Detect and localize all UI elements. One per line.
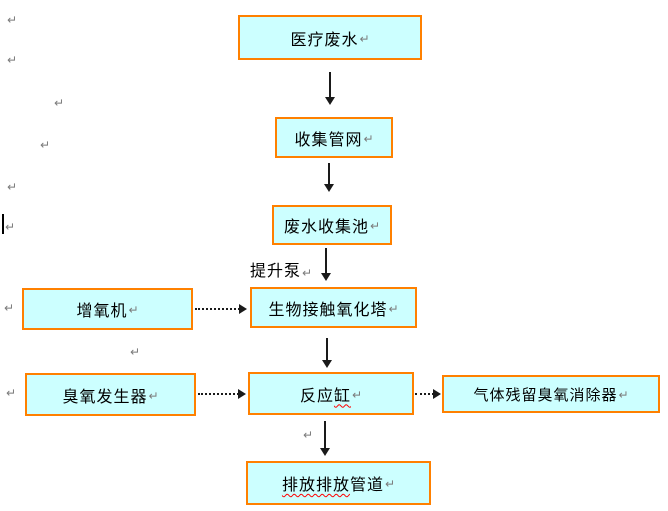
flow-node-wastewater-collection-pool[interactable]: 废水收集池↵: [272, 205, 392, 245]
pilcrow-mark: ↵: [302, 266, 313, 280]
node-label: 收集管网: [294, 129, 363, 149]
arrow-down-tank-to-discharge[interactable]: [319, 421, 331, 456]
spellcheck-underlined-text: 缸: [333, 385, 351, 405]
arrow-down-medical-to-network[interactable]: [324, 72, 336, 105]
arrow-down-tower-to-tank[interactable]: [321, 338, 333, 368]
node-label: 增氧机: [76, 301, 128, 320]
spellcheck-underlined-text: 排放排放: [281, 475, 350, 494]
flow-node-medical-wastewater[interactable]: 医疗废水↵: [238, 15, 422, 60]
flow-node-discharge-pipe[interactable]: 排放排放管道↵: [246, 461, 431, 505]
flow-node-collection-pipe-network[interactable]: 收集管网↵: [275, 117, 393, 158]
flow-node-reaction-tank[interactable]: 反应缸↵: [248, 372, 414, 415]
pilcrow-mark: ↵: [618, 388, 629, 402]
arrow-down-pool-to-tower[interactable]: [320, 248, 332, 281]
pilcrow-mark: ↵: [388, 301, 399, 316]
pilcrow-mark: ↵: [6, 386, 17, 400]
flow-node-gas-residual-ozone-eliminator[interactable]: 气体残留臭氧消除器↵: [442, 375, 660, 413]
pilcrow-mark: ↵: [359, 31, 370, 46]
pilcrow-mark: ↵: [369, 219, 381, 233]
dotted-arrow-aerator-to-tower[interactable]: [195, 304, 247, 314]
pilcrow-mark: ↵: [7, 180, 18, 194]
pilcrow-mark: ↵: [5, 220, 16, 234]
arrow-down-network-to-pool[interactable]: [323, 163, 335, 192]
node-label: 废水收集池: [283, 217, 369, 236]
pilcrow-mark: ↵: [148, 388, 159, 403]
connector-label-lift-pump: 提升泵↵: [250, 257, 312, 281]
node-label-text: 管道: [349, 475, 384, 494]
pilcrow-mark: ↵: [40, 138, 51, 152]
pilcrow-mark: ↵: [4, 301, 15, 315]
node-label: 臭氧发生器: [62, 386, 148, 406]
node-label: 医疗废水: [290, 29, 359, 49]
pilcrow-mark: ↵: [7, 53, 18, 67]
pilcrow-mark: ↵: [303, 428, 314, 442]
pilcrow-mark: ↵: [130, 345, 141, 359]
pilcrow-mark: ↵: [7, 13, 18, 27]
dotted-arrow-ozone-generator-to-tank[interactable]: [198, 389, 246, 399]
node-label-text: 反应: [299, 385, 334, 405]
pilcrow-mark: ↵: [351, 387, 363, 402]
flow-node-aerator[interactable]: 增氧机↵: [22, 288, 193, 330]
node-label: 排放排放管道: [282, 471, 384, 495]
pilcrow-mark: ↵: [363, 131, 374, 146]
connector-label-text: 提升泵: [250, 261, 302, 280]
dotted-arrow-tank-to-gas-eliminator[interactable]: [415, 389, 441, 399]
node-label: 反应缸: [300, 382, 351, 406]
node-label: 气体残留臭氧消除器: [473, 385, 618, 404]
node-label: 生物接触氧化塔: [268, 299, 388, 319]
flow-node-bio-contact-oxidation-tower[interactable]: 生物接触氧化塔↵: [250, 287, 417, 328]
flow-node-ozone-generator[interactable]: 臭氧发生器↵: [25, 373, 196, 416]
pilcrow-mark: ↵: [384, 477, 396, 491]
pilcrow-mark: ↵: [128, 303, 139, 317]
pilcrow-mark: ↵: [54, 96, 65, 110]
text-cursor: [2, 214, 4, 234]
